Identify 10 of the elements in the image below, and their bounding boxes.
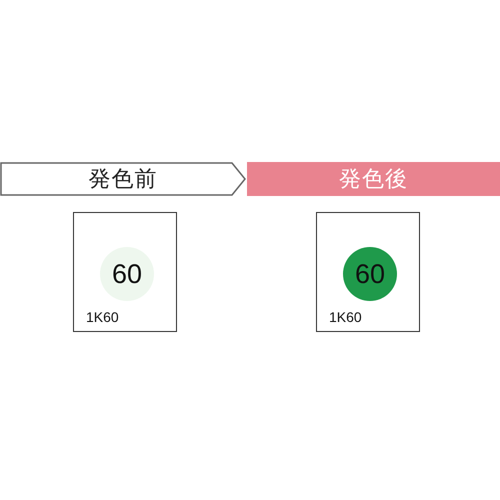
indicator-dot: 60 <box>100 247 154 301</box>
banner-text: 発色前 <box>88 165 158 193</box>
indicator-dot: 60 <box>343 247 397 301</box>
step-banner <box>247 162 500 196</box>
banner-text: 発色後 <box>339 165 408 193</box>
step-banner <box>0 162 246 196</box>
model-code: 1K60 <box>86 309 119 325</box>
indicator-label-card <box>73 212 177 332</box>
model-code: 1K60 <box>329 309 362 325</box>
indicator-label-card <box>316 212 420 332</box>
